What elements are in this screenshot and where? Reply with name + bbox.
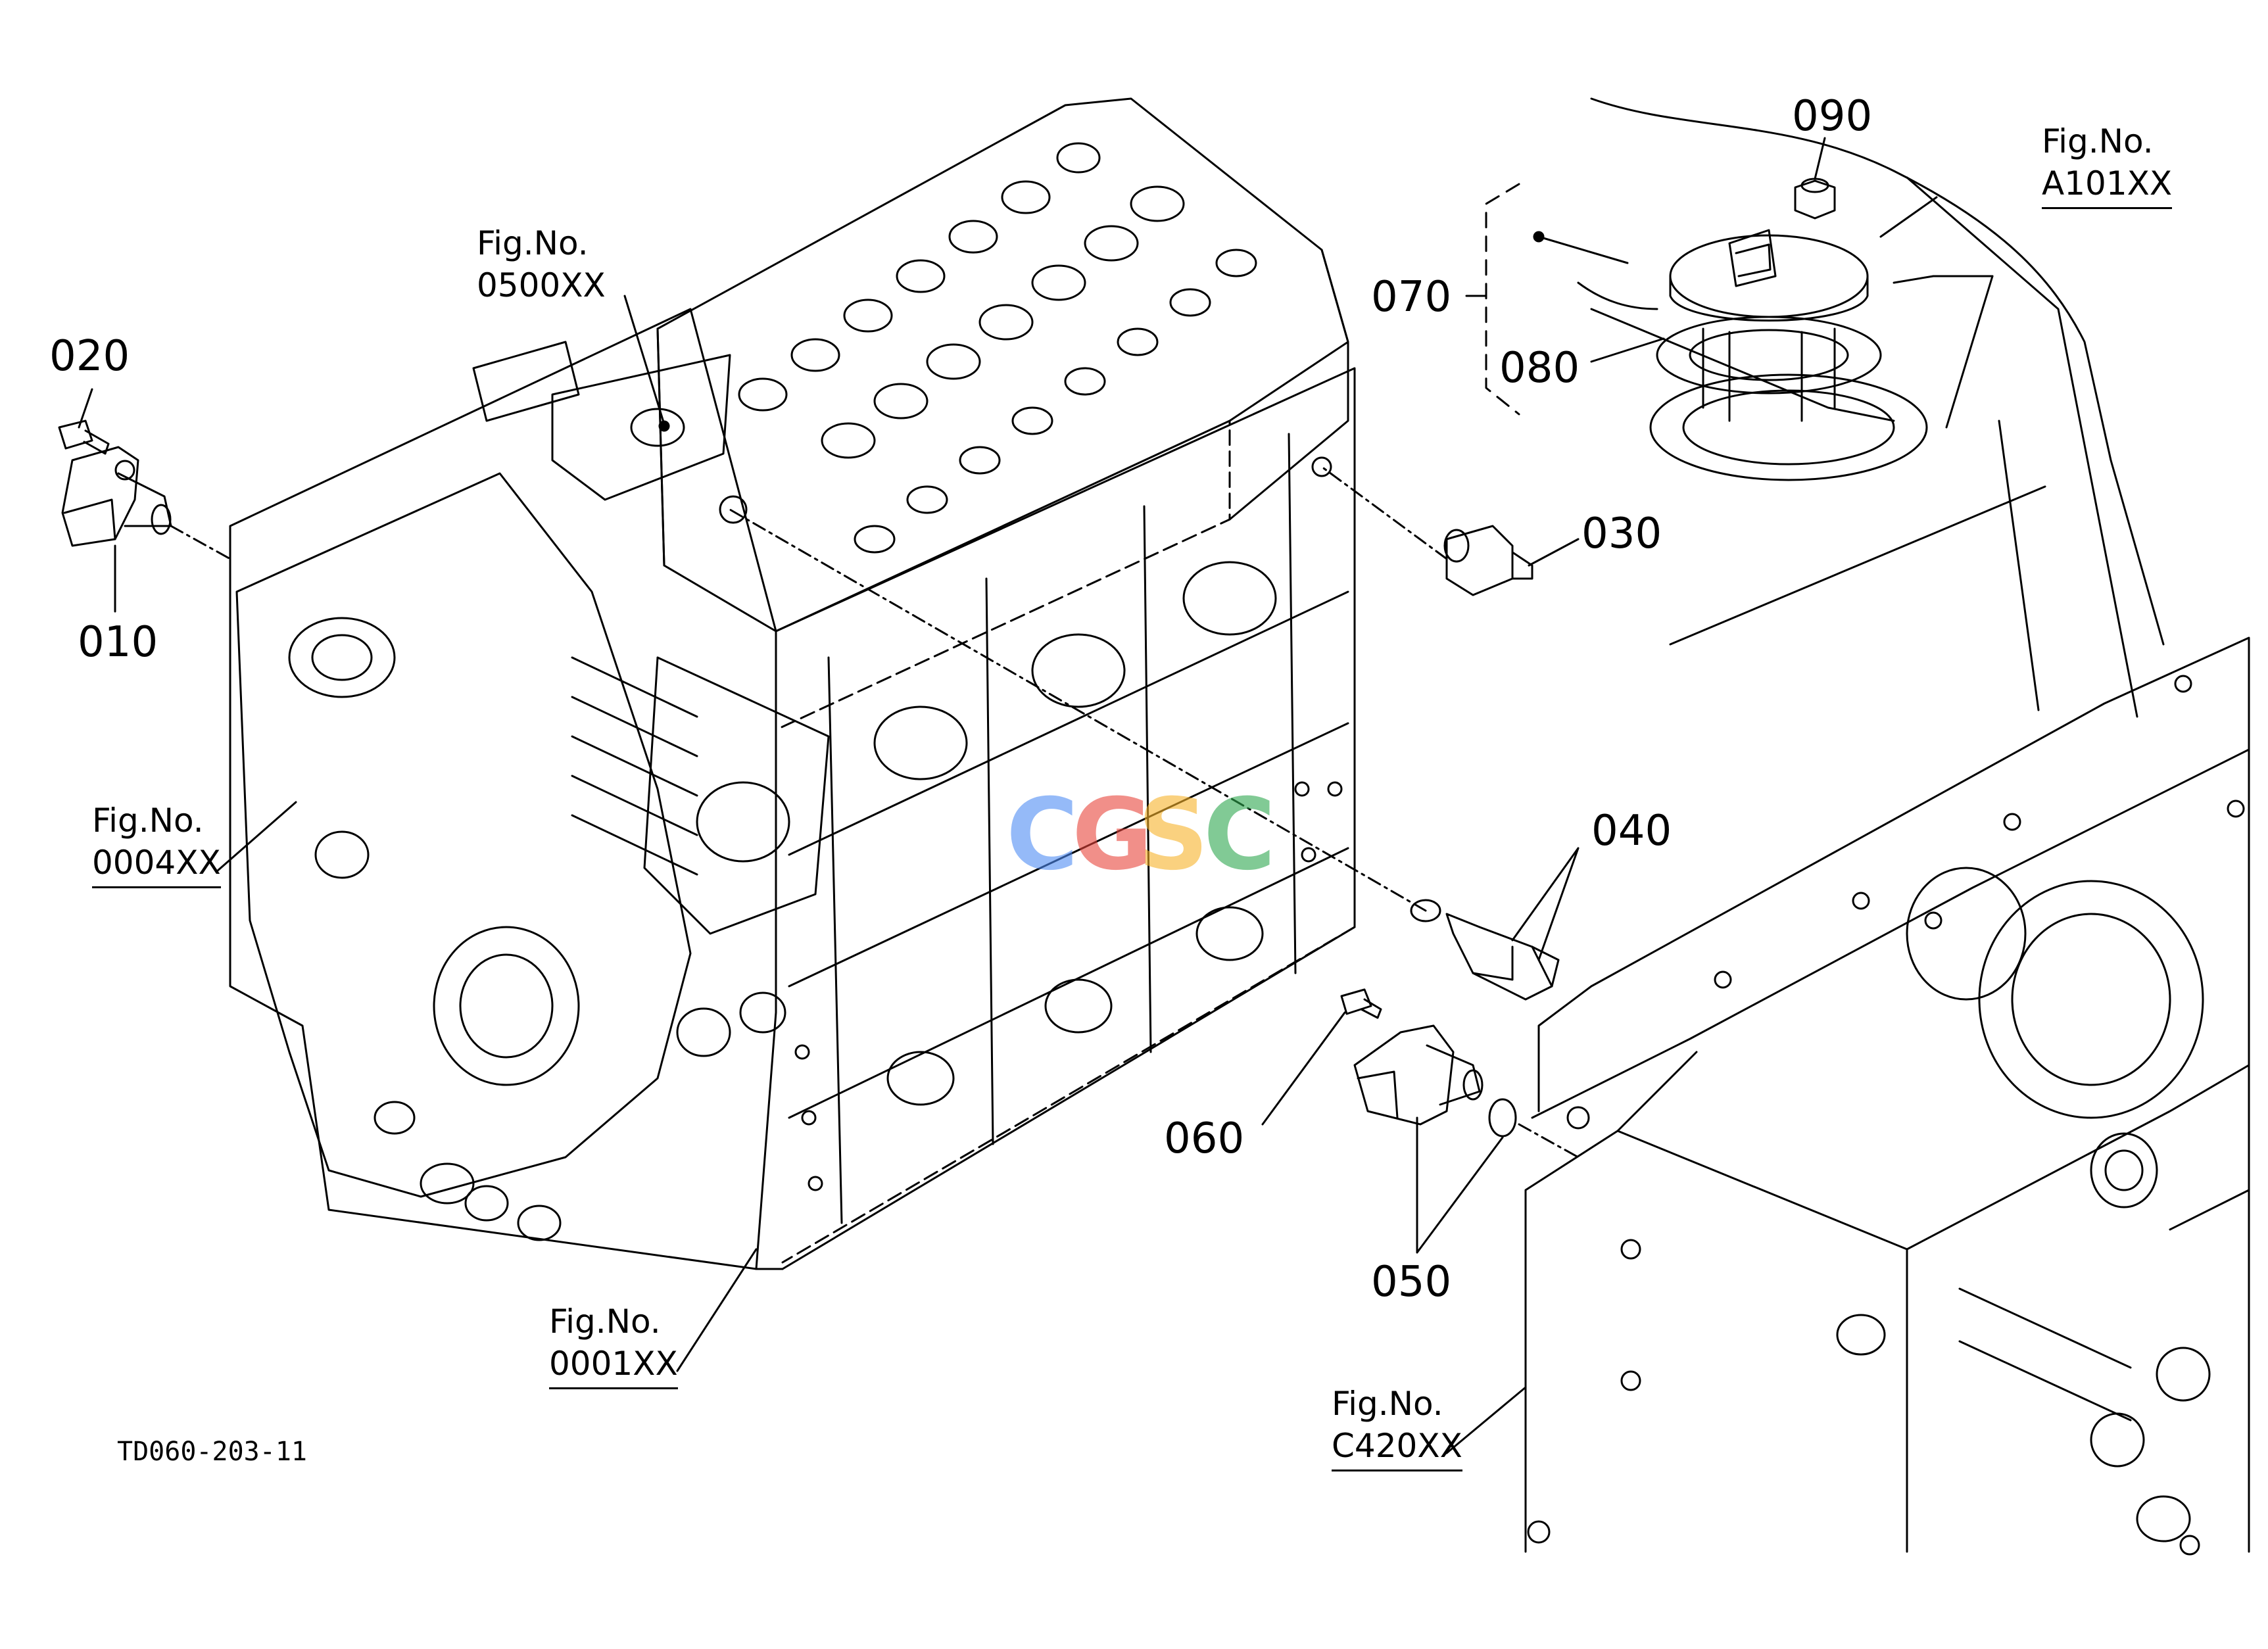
- fuel-tank-outline: [1577, 97, 2165, 718]
- transmission-housing-outline: [1524, 636, 2250, 1556]
- callout-080: 080: [1499, 344, 1580, 393]
- callout-050: 050: [1371, 1258, 1452, 1306]
- watermark-letter-1: C: [1006, 778, 1078, 892]
- fig-ref-label: Fig.No.: [477, 224, 589, 262]
- part-090-nut: [1794, 178, 1836, 220]
- fig-ref-label: Fig.No.: [549, 1302, 661, 1341]
- watermark: C G S C: [1006, 786, 1282, 884]
- fig-ref-a101xx: Fig.No. A101XX: [2042, 122, 2173, 209]
- watermark-letter-3: S: [1138, 778, 1209, 892]
- callout-040: 040: [1591, 807, 1672, 855]
- watermark-letter-2: G: [1072, 778, 1153, 892]
- part-050-sensor: [1353, 1024, 1517, 1137]
- callout-090: 090: [1792, 92, 1873, 141]
- engine-block: [229, 97, 1356, 1270]
- leader-lines: [78, 137, 1994, 1454]
- fig-ref-0500xx: Fig.No. 0500XX: [477, 224, 606, 305]
- drawing-id: TD060-203-11: [117, 1437, 307, 1467]
- part-030-sensor: [1443, 525, 1533, 596]
- watermark-letter-4: C: [1203, 778, 1276, 892]
- part-060-bolt: [1340, 988, 1382, 1019]
- fig-ref-label: Fig.No.: [1332, 1385, 1443, 1423]
- callout-070: 070: [1371, 273, 1452, 322]
- part-040-sensor: [1410, 899, 1560, 1001]
- fig-ref-number: C420XX: [1332, 1423, 1462, 1471]
- callout-010: 010: [78, 618, 158, 667]
- fig-ref-label: Fig.No.: [2042, 122, 2154, 160]
- fig-ref-number: A101XX: [2042, 161, 2173, 209]
- fig-ref-number: 0500XX: [477, 266, 606, 304]
- part-080-gasket: [1656, 316, 1882, 394]
- fig-ref-number: 0001XX: [549, 1341, 678, 1389]
- callout-060: 060: [1164, 1114, 1245, 1163]
- part-010-sensor: [61, 446, 172, 547]
- fig-ref-c420xx: Fig.No. C420XX: [1332, 1384, 1462, 1471]
- fig-ref-number: 0004XX: [92, 840, 221, 888]
- fig-ref-0004xx: Fig.No. 0004XX: [92, 801, 221, 888]
- fig-ref-label: Fig.No.: [92, 801, 204, 840]
- callout-020: 020: [49, 332, 130, 381]
- fig-ref-0001xx: Fig.No. 0001XX: [549, 1302, 678, 1389]
- callout-030: 030: [1581, 510, 1662, 558]
- part-020-bolt: [58, 419, 110, 455]
